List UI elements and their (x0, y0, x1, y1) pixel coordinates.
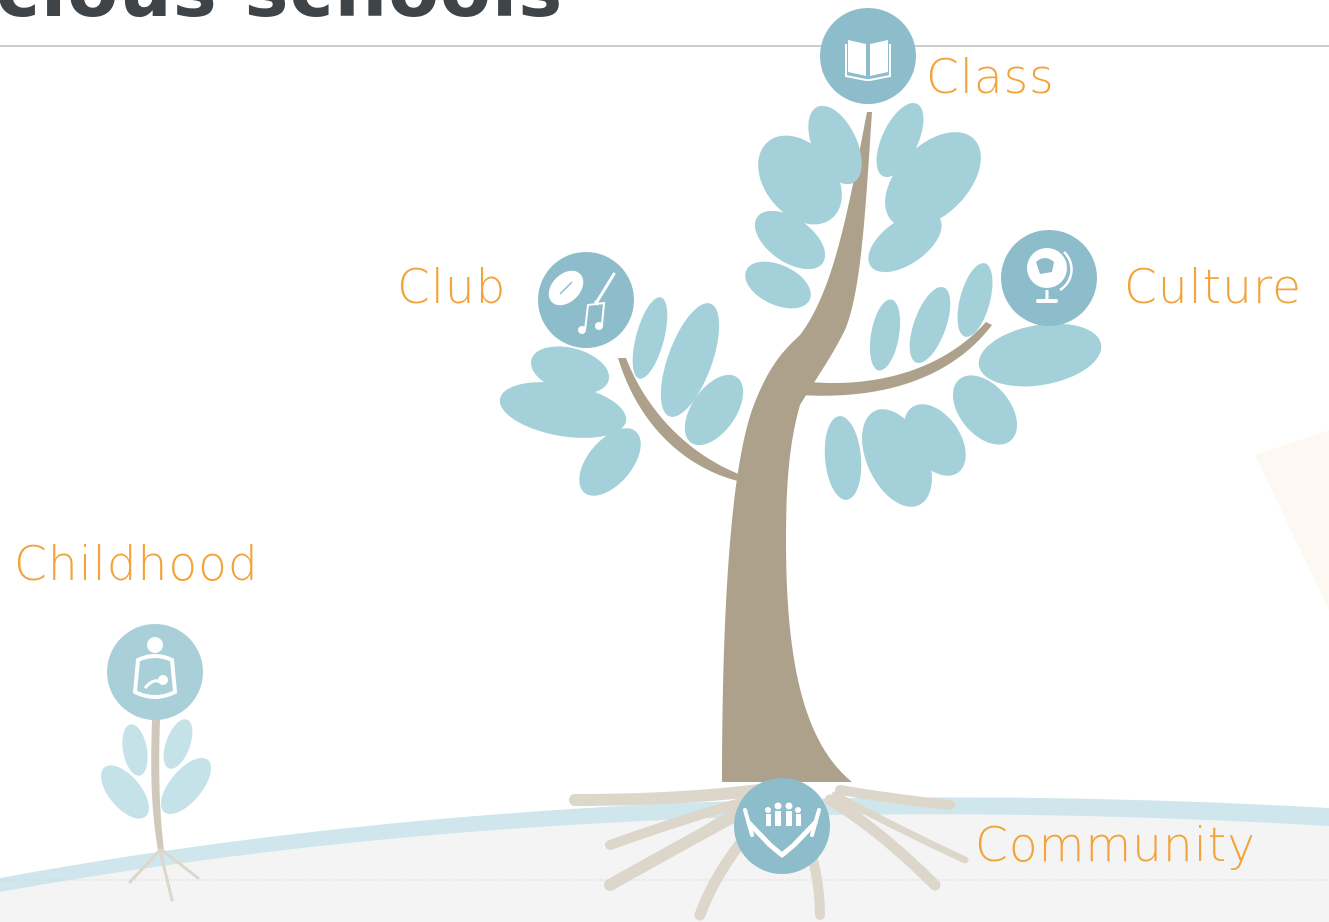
background-wedge (1255, 430, 1329, 610)
horizon-band (0, 797, 1329, 892)
page-title: cious schools (0, 0, 563, 28)
community-label: Community (975, 818, 1257, 873)
tree-leaves (499, 102, 1102, 507)
childhood-sapling (101, 719, 212, 902)
culture-label: Culture (1124, 260, 1303, 315)
tree-roots (569, 784, 969, 921)
class-label: Class (926, 50, 1055, 105)
football-music-paint-icon (538, 252, 634, 348)
parent-baby-icon (107, 624, 203, 720)
family-hands-icon (734, 778, 830, 874)
ground (0, 810, 1329, 922)
club-label: Club (397, 260, 507, 315)
globe-icon (1001, 230, 1097, 326)
childhood-label: Childhood (14, 537, 259, 592)
tree-trunk (618, 112, 992, 782)
book-icon (820, 8, 916, 104)
